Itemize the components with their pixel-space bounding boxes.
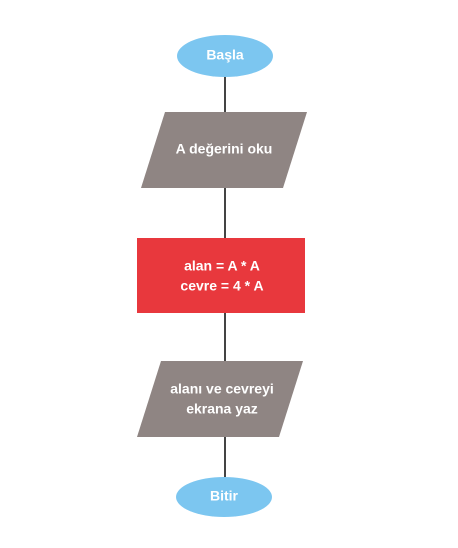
end-node: Bitir	[176, 477, 272, 517]
start-label: Başla	[206, 47, 244, 63]
output-node: alanı ve cevreyi ekrana yaz	[137, 361, 303, 437]
output-label-line2: ekrana yaz	[186, 401, 258, 417]
input-parallelogram	[141, 112, 307, 188]
start-node: Başla	[177, 35, 273, 77]
end-ellipse	[176, 477, 272, 517]
process-label-line1: alan = A * A	[184, 258, 260, 274]
process-label-line2: cevre = 4 * A	[180, 278, 263, 294]
end-label: Bitir	[210, 488, 239, 504]
start-ellipse	[177, 35, 273, 77]
input-node: A değerini oku	[141, 112, 307, 188]
output-label-line1: alanı ve cevreyi	[170, 381, 274, 397]
output-parallelogram	[137, 361, 303, 437]
input-label: A değerini oku	[176, 141, 273, 157]
process-rectangle	[137, 238, 305, 313]
process-node: alan = A * A cevre = 4 * A	[137, 238, 305, 313]
